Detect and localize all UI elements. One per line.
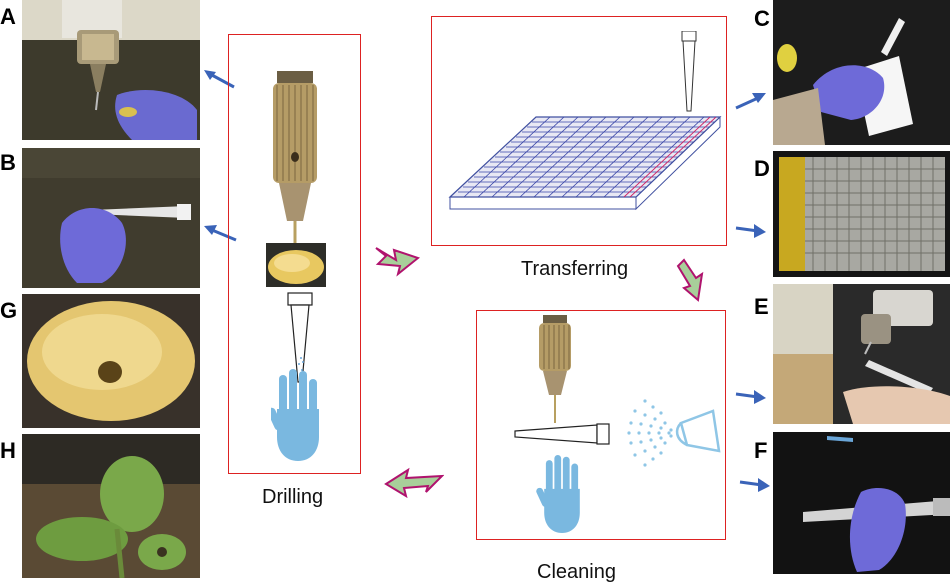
photo-a-drill-chuck-with-seed xyxy=(22,0,200,140)
photo-e-cleaning-drill-bit xyxy=(773,284,950,424)
arrow-to-photo-e xyxy=(735,390,766,404)
flow-arrow-transferring-to-cleaning xyxy=(676,258,704,302)
pipette-tip-horizontal-icon xyxy=(514,423,610,445)
transferring-panel xyxy=(431,16,727,246)
panel-label-g: G xyxy=(0,298,18,323)
panel-label-h: H xyxy=(0,438,16,463)
seed-being-drilled-icon xyxy=(266,243,326,287)
panel-label-d: D xyxy=(754,156,770,181)
flow-arrow-drilling-to-transferring xyxy=(375,247,420,277)
photo-d-sealed-plate xyxy=(773,151,950,277)
hand-icon xyxy=(271,369,319,461)
panel-label-b: B xyxy=(0,150,16,175)
step-label-transferring: Transferring xyxy=(521,258,629,280)
well-plate-icon xyxy=(448,31,722,211)
step-label-drilling: Drilling xyxy=(262,486,324,508)
photo-c-gloved-hand-with-plate-and-tip xyxy=(773,0,950,145)
arrow-to-photo-c xyxy=(735,93,766,110)
drilling-panel xyxy=(228,34,361,474)
arrow-to-photo-f xyxy=(739,478,770,492)
photo-f-gloved-hand-holding-tip xyxy=(773,432,950,574)
photo-g-seed-with-hole xyxy=(22,294,200,428)
spray-nozzle-icon xyxy=(627,399,721,467)
panel-label-a: A xyxy=(0,4,16,29)
cleaning-panel xyxy=(476,310,726,540)
arrow-to-photo-a xyxy=(204,70,235,89)
arrow-to-photo-d xyxy=(735,224,766,238)
hand-icon-cleaning xyxy=(536,455,580,533)
panel-label-c: C xyxy=(754,6,770,31)
arrow-to-photo-b xyxy=(204,225,237,242)
panel-label-e: E xyxy=(754,294,769,319)
photo-h-seedling xyxy=(22,434,200,578)
panel-label-f: F xyxy=(754,438,768,463)
step-label-cleaning: Cleaning xyxy=(537,561,616,583)
photo-b-pipette-tip-in-hand xyxy=(22,148,200,288)
drill-chuck-icon-cleaning xyxy=(539,315,571,423)
flow-arrow-cleaning-to-drilling xyxy=(384,467,444,499)
